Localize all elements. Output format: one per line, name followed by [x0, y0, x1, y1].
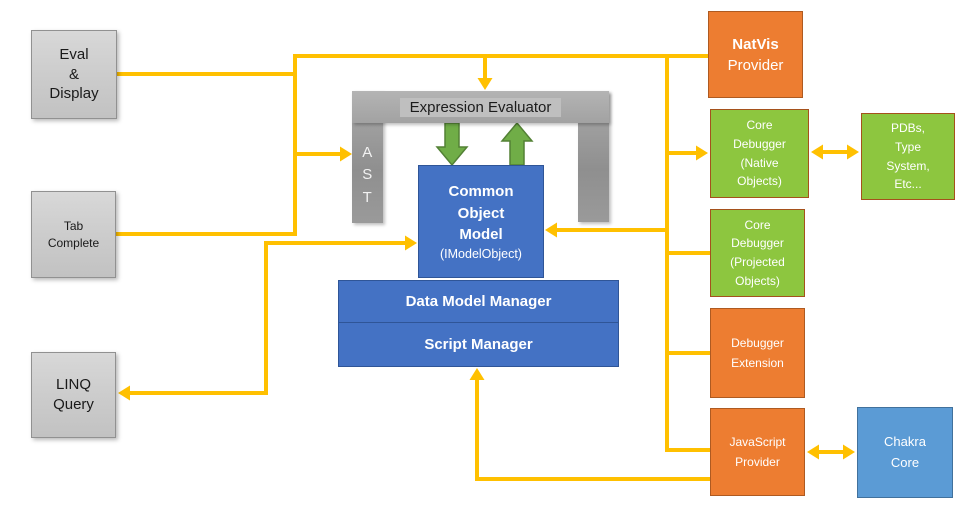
arrowhead-into-com-left	[405, 235, 417, 251]
chakra-core-box: Chakra Core	[857, 407, 953, 498]
green-up-arrow	[500, 121, 534, 166]
data-model-manager-box: Data Model Manager	[338, 280, 619, 323]
connector-right-trunk	[665, 56, 710, 452]
connector-js-to-script-manager	[475, 379, 710, 481]
javascript-provider-label: JavaScript Provider	[729, 434, 786, 469]
debugger-extension-box: Debugger Extension	[710, 308, 805, 398]
arrowhead-into-ast	[340, 146, 352, 162]
arrowhead-into-chakra	[843, 444, 855, 460]
script-manager-label: Script Manager	[424, 336, 533, 353]
arrowhead-into-core-native-right	[811, 144, 823, 160]
chakra-core-label: Chakra Core	[884, 433, 926, 470]
script-manager-box: Script Manager	[338, 322, 619, 367]
eval-display-label: Eval & Display	[49, 46, 99, 103]
natvis-provider-subtitle: Provider	[727, 56, 784, 74]
arrowhead-into-pdbs	[847, 144, 859, 160]
core-debugger-native-box: Core Debugger (Native Objects)	[710, 109, 809, 198]
tab-complete-box: Tab Complete	[31, 191, 116, 278]
arrowhead-into-core-native	[696, 145, 708, 161]
arrowhead-into-linq-query	[118, 385, 130, 401]
arrowhead-into-js-provider	[807, 444, 819, 460]
arrowhead-into-com-right	[545, 222, 557, 238]
arrowhead-into-expression-evaluator	[477, 78, 493, 90]
linq-query-label: LINQ Query	[53, 375, 94, 413]
ast-label: A S T	[362, 143, 373, 206]
expression-evaluator-bar: Expression Evaluator	[352, 91, 609, 123]
debugger-extension-label: Debugger Extension	[731, 335, 784, 370]
tab-complete-label: Tab Complete	[47, 219, 100, 250]
javascript-provider-box: JavaScript Provider	[710, 408, 805, 496]
linq-query-box: LINQ Query	[31, 352, 116, 438]
core-debugger-native-label: Core Debugger (Native Objects)	[733, 118, 786, 189]
core-debugger-projected-box: Core Debugger (Projected Objects)	[710, 209, 805, 297]
expression-evaluator-label: Expression Evaluator	[399, 97, 562, 117]
arrowhead-into-script-manager	[469, 368, 485, 380]
common-object-model-subtitle: (IModelObject)	[440, 247, 522, 261]
core-debugger-projected-label: Core Debugger (Projected Objects)	[730, 217, 785, 288]
data-model-manager-label: Data Model Manager	[405, 293, 552, 310]
natvis-provider-title: NatVis	[732, 35, 779, 53]
green-down-arrow	[435, 122, 469, 167]
pdbs-box: PDBs, Type System, Etc...	[861, 113, 955, 200]
common-object-model-box: Common Object Model (IModelObject)	[418, 165, 544, 278]
pdbs-label: PDBs, Type System, Etc...	[886, 121, 930, 192]
natvis-provider-box: NatVis Provider	[708, 11, 803, 98]
common-object-model-title: Common Object Model	[448, 182, 514, 244]
eval-display-box: Eval & Display	[31, 30, 117, 119]
